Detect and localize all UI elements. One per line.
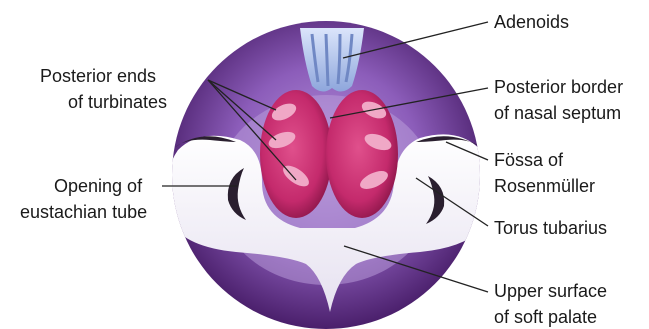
label-upper-surface-line2: of soft palate — [494, 307, 597, 327]
choana-right — [326, 90, 398, 218]
label-torus-tubarius: Torus tubarius — [494, 218, 607, 238]
label-opening-line1: Opening of — [54, 176, 143, 196]
label-posterior-border-line2: of nasal septum — [494, 103, 621, 123]
label-posterior-ends-line2: of turbinates — [68, 92, 167, 112]
label-adenoids: Adenoids — [494, 12, 569, 32]
label-fossa-line2: Rosenmüller — [494, 176, 595, 196]
label-upper-surface-line1: Upper surface — [494, 281, 607, 301]
label-posterior-ends-line1: Posterior ends — [40, 66, 156, 86]
label-posterior-border-line1: Posterior border — [494, 77, 623, 97]
label-opening-line2: eustachian tube — [20, 202, 147, 222]
label-fossa-line1: Fössa of — [494, 150, 564, 170]
